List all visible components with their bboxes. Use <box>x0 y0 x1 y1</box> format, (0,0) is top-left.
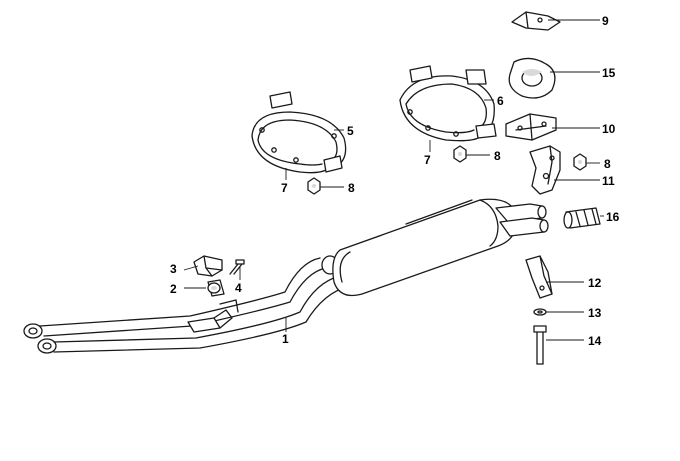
callout-7b: 7 <box>424 153 431 167</box>
tailpipe-tip-part[interactable] <box>563 207 601 229</box>
callout-14: 14 <box>588 334 602 348</box>
callout-10: 10 <box>602 122 616 136</box>
clamp-part-left[interactable] <box>251 91 347 174</box>
long-bolt-part[interactable] <box>533 325 547 365</box>
support-bracket-part[interactable] <box>525 255 553 299</box>
callout-4: 4 <box>235 281 242 295</box>
heat-shield-part[interactable] <box>511 11 561 31</box>
callout-13: 13 <box>588 306 602 320</box>
callout-11: 11 <box>602 174 615 188</box>
clamp-part-right[interactable] <box>399 65 497 142</box>
callout-2: 2 <box>170 282 177 296</box>
hanger-bracket-part[interactable] <box>505 113 557 141</box>
callout-12: 12 <box>588 276 602 290</box>
callout-6: 6 <box>497 94 504 108</box>
rubber-mount-part[interactable] <box>207 279 225 297</box>
bolt-part[interactable] <box>229 259 245 275</box>
callout-16: 16 <box>606 210 620 224</box>
callout-15: 15 <box>602 66 616 80</box>
callout-8c: 8 <box>604 157 611 171</box>
callout-8a: 8 <box>348 181 355 195</box>
callout-3: 3 <box>170 262 177 276</box>
exhaust-system-part[interactable] <box>23 198 549 354</box>
bracket-part-11[interactable] <box>529 145 561 195</box>
nut-part-a[interactable] <box>307 177 321 195</box>
callout-8b: 8 <box>494 149 501 163</box>
callout-7a: 7 <box>281 181 288 195</box>
callout-5: 5 <box>347 124 354 138</box>
bracket-part[interactable] <box>193 255 223 277</box>
leader-lines <box>183 19 604 341</box>
callout-1: 1 <box>282 332 289 346</box>
nut-part-c[interactable] <box>573 153 587 171</box>
nut-part-b[interactable] <box>453 145 467 163</box>
rubber-ring-part[interactable] <box>508 57 556 99</box>
callout-numbers: 1 2 3 4 5 6 7 7 8 8 8 9 10 11 12 13 14 1… <box>170 14 620 348</box>
washer-part[interactable] <box>533 308 547 316</box>
callout-9: 9 <box>602 14 609 28</box>
